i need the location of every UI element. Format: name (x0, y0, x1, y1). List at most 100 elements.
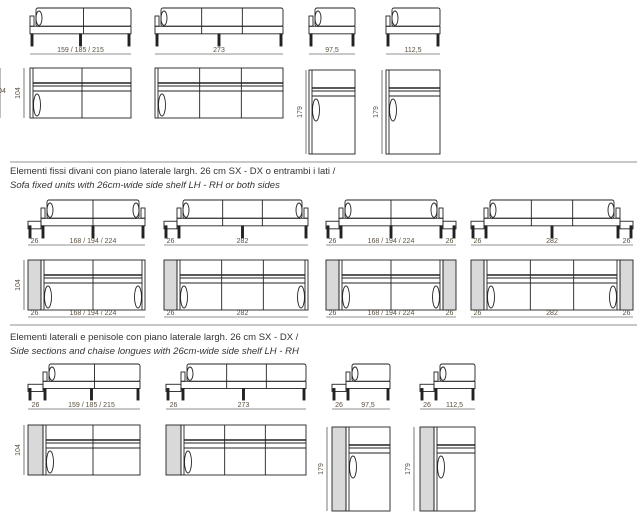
leg (28, 388, 32, 401)
armrest (140, 207, 146, 219)
backrest (182, 199, 303, 219)
side-shelf (163, 259, 178, 311)
width-label: 97,5 (325, 47, 339, 54)
leg (127, 33, 131, 47)
leg (279, 33, 283, 47)
leg (434, 388, 438, 401)
leg (439, 225, 443, 239)
seat (42, 380, 141, 389)
leg (302, 388, 306, 401)
sofa-unit-sofa-3-seat: 273104 (0, 7, 284, 119)
leg (346, 388, 350, 401)
side-shelf (163, 220, 178, 230)
depth-label: 179 (297, 106, 304, 118)
plan-outline (433, 426, 476, 512)
section-3-title: Elementi laterali e penisole con piano l… (10, 332, 299, 343)
plan-width-label: 168 / 194 / 224 (70, 310, 117, 317)
armrest (433, 371, 439, 382)
bolster-cushion (132, 202, 140, 218)
leg (436, 33, 440, 47)
front-view (419, 363, 476, 401)
bolster-cushion (489, 202, 497, 218)
width-label: 97,5 (361, 402, 375, 409)
side-shelf (325, 220, 340, 230)
front-view (27, 199, 146, 239)
leg (241, 225, 244, 239)
depth-label: 104 (15, 279, 22, 291)
armrest (29, 15, 35, 27)
side-shelf (331, 426, 347, 512)
leg (484, 225, 488, 239)
bolster-cushion (295, 202, 303, 218)
leg (41, 225, 45, 239)
section-divider (10, 161, 637, 163)
width-label: 159 / 185 / 215 (68, 402, 115, 409)
section-divider (10, 324, 637, 326)
plan-outline (154, 67, 284, 119)
plan-width-label: 282 (546, 310, 558, 317)
shelf-left-label: 26 (167, 238, 175, 245)
bolster-cushion (439, 366, 447, 381)
bolster-cushion (391, 10, 399, 26)
leg (452, 225, 456, 239)
armrest (40, 207, 46, 219)
depth-label: 104 (15, 87, 22, 99)
leg (177, 225, 181, 239)
leg (242, 388, 245, 401)
plan-outline (29, 67, 132, 119)
front-view (308, 7, 356, 47)
depth-label: 179 (373, 106, 380, 118)
seat (29, 25, 132, 35)
armrest (176, 207, 182, 219)
leg (79, 33, 82, 47)
side-shelf (470, 220, 485, 230)
side-shelf (619, 220, 634, 230)
leg (136, 388, 140, 401)
seat (308, 25, 356, 35)
plan-view (27, 424, 141, 476)
shelf-left-label: 26 (423, 402, 431, 409)
bolster-cushion (349, 455, 357, 479)
plan-view (331, 426, 391, 512)
leg (386, 33, 390, 47)
leg (141, 225, 145, 239)
plan-shelf-right-label: 26 (446, 310, 454, 317)
section-2-title: Elementi fissi divani con piano laterale… (10, 166, 336, 177)
shelf-left-label: 26 (32, 402, 40, 409)
leg (616, 225, 620, 239)
seat (345, 380, 391, 389)
seat (180, 380, 307, 389)
front-view (331, 363, 391, 401)
armrest (438, 207, 444, 219)
bolster-cushion (344, 202, 352, 218)
side-shelf (419, 426, 435, 512)
bolster-cushion (184, 450, 192, 474)
bolster-cushion (432, 285, 440, 309)
shelf-left-label: 26 (474, 238, 482, 245)
armrest (154, 15, 160, 27)
plan-shelf-left-label: 26 (167, 310, 175, 317)
armrest (385, 15, 391, 27)
backrest (391, 7, 441, 27)
bolster-cushion (314, 10, 322, 26)
section-3-subtitle: Side sections and chaise longues with 26… (10, 346, 299, 357)
sofa-unit-side-2-shelf: 159 / 185 / 215 26 104 (15, 363, 141, 476)
depth-label: 104 (15, 444, 22, 456)
side-shelf (165, 424, 182, 476)
front-view (29, 7, 132, 47)
leg (326, 225, 330, 239)
side-shelf (27, 383, 44, 392)
side-shelf (619, 259, 634, 311)
bolster-cushion (430, 202, 438, 218)
front-view (385, 7, 441, 47)
width-label: 273 (238, 402, 250, 409)
front-view (325, 199, 457, 239)
armrest (303, 207, 309, 219)
plan-view (325, 259, 457, 311)
width-label: 168 / 194 / 224 (368, 238, 415, 245)
